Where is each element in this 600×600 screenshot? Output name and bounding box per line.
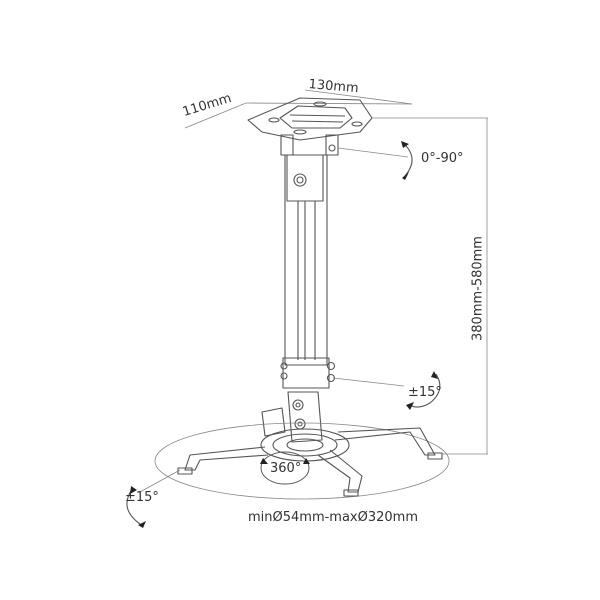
height-range-label: 380mm-580mm (470, 236, 486, 341)
rotation-oval (260, 451, 310, 485)
lower-clamp (280, 357, 336, 389)
top-tilt-label: 0°-90° (421, 151, 464, 166)
lock-collar (286, 154, 324, 202)
rotation-label: 360° (270, 461, 302, 476)
rotating-disc (260, 428, 350, 462)
spider-arms (177, 427, 443, 497)
plate-dimension-lines (184, 89, 413, 129)
mid-tilt-leader (332, 377, 405, 387)
side-tilt-leader (139, 469, 181, 493)
upper-tube (284, 154, 328, 366)
arrow-heads (130, 141, 438, 528)
height-dimension (372, 117, 488, 455)
mid-tilt-label: ±15° (408, 385, 442, 400)
top-tilt-arc (402, 142, 413, 177)
ceiling-plate (247, 97, 373, 141)
bracket-range-ellipse (154, 422, 450, 500)
side-tilt-label: ±15° (125, 490, 159, 505)
top-tilt-leader (337, 147, 409, 158)
bracket-span-label: minØ54mm-maxØ320mm (248, 510, 419, 525)
tilt-head (261, 391, 323, 443)
mid-tilt-arc (409, 373, 441, 408)
